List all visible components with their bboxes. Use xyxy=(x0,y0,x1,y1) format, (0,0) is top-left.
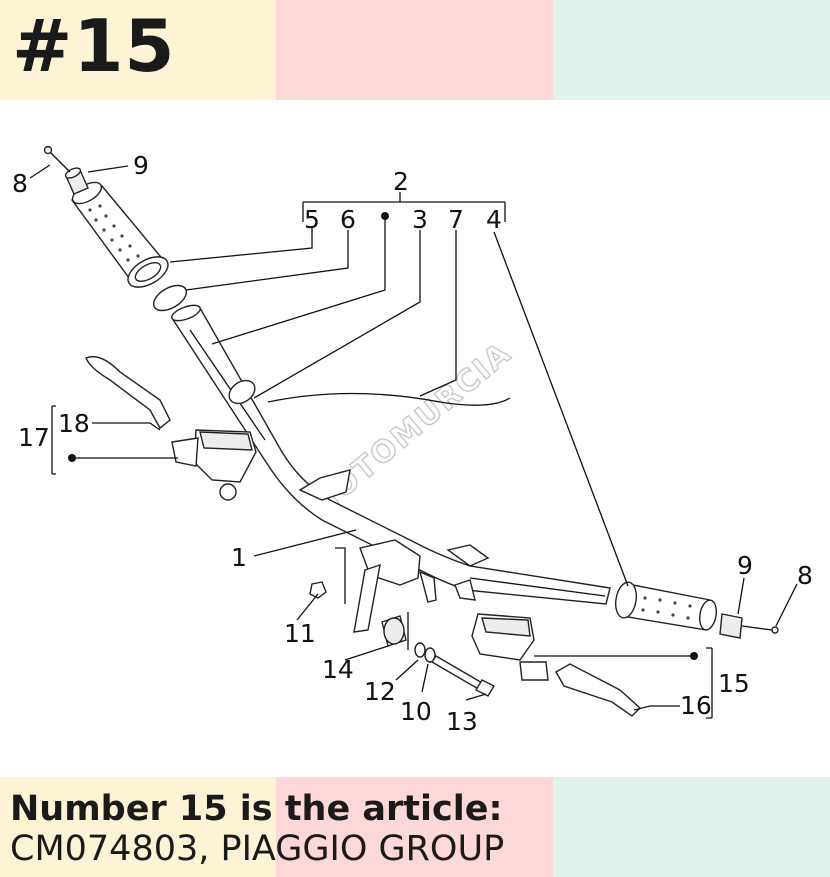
bolt-13 xyxy=(431,655,495,697)
callout-1: 1 xyxy=(231,543,247,572)
footer-band-yellow xyxy=(0,777,276,877)
left-bar-end xyxy=(43,145,89,195)
callout-11: 11 xyxy=(284,619,316,648)
header-band-yellow xyxy=(0,0,276,100)
callout-8-right: 8 xyxy=(797,561,813,590)
washer-10 xyxy=(424,647,436,663)
callout-labels: 8 9 2 5 6 3 7 4 17 18 1 11 14 12 10 13 9… xyxy=(12,151,813,736)
callout-18: 18 xyxy=(58,409,90,438)
clamp-block xyxy=(381,615,407,647)
callout-9-left: 9 xyxy=(133,151,149,180)
callout-17: 17 xyxy=(18,423,50,452)
callout-10: 10 xyxy=(400,697,432,726)
part-number-title: #15 xyxy=(12,4,176,88)
left-grip xyxy=(70,181,169,288)
header-band-pink xyxy=(276,0,553,100)
leader-lines xyxy=(29,164,798,719)
callout-2: 2 xyxy=(393,167,409,196)
callout-12: 12 xyxy=(364,677,396,706)
callout-3: 3 xyxy=(412,205,428,234)
exploded-parts-diagram: MOTOMURCIA xyxy=(12,145,813,736)
left-master-cylinder xyxy=(171,429,257,501)
handlebar xyxy=(170,304,611,633)
washer-12 xyxy=(414,642,426,658)
callout-dot-17 xyxy=(68,454,76,462)
callout-14: 14 xyxy=(322,655,354,684)
callout-dot-2 xyxy=(381,212,389,220)
watermark: MOTOMURCIA xyxy=(301,335,519,526)
callout-7: 7 xyxy=(448,205,464,234)
callout-15: 15 xyxy=(718,669,750,698)
footer-band-green xyxy=(553,777,830,877)
callout-16: 16 xyxy=(680,691,712,720)
header-band-green xyxy=(553,0,830,100)
callout-8-left: 8 xyxy=(12,169,28,198)
callout-4: 4 xyxy=(486,205,502,234)
callout-5: 5 xyxy=(304,205,320,234)
callout-13: 13 xyxy=(446,707,478,736)
nut-11 xyxy=(309,581,327,599)
footer-band xyxy=(0,777,830,877)
footer-band-pink xyxy=(276,777,553,877)
callout-6: 6 xyxy=(340,205,356,234)
right-brake-lever xyxy=(555,663,642,717)
right-master-cylinder xyxy=(471,613,549,681)
caption-heading: Number 15 is the article: xyxy=(10,789,503,829)
header-band xyxy=(0,0,830,100)
throttle-collar xyxy=(228,379,256,405)
callout-9-right: 9 xyxy=(737,551,753,580)
throttle-cable xyxy=(267,392,511,406)
caption-article: CM074803, PIAGGIO GROUP xyxy=(10,829,505,869)
washer-6 xyxy=(152,284,188,312)
right-grip xyxy=(614,581,717,631)
callout-dot-15 xyxy=(690,652,698,660)
left-brake-lever xyxy=(85,355,171,430)
caption: Number 15 is the article: CM074803, PIAG… xyxy=(10,789,504,869)
right-bar-end xyxy=(719,613,779,639)
